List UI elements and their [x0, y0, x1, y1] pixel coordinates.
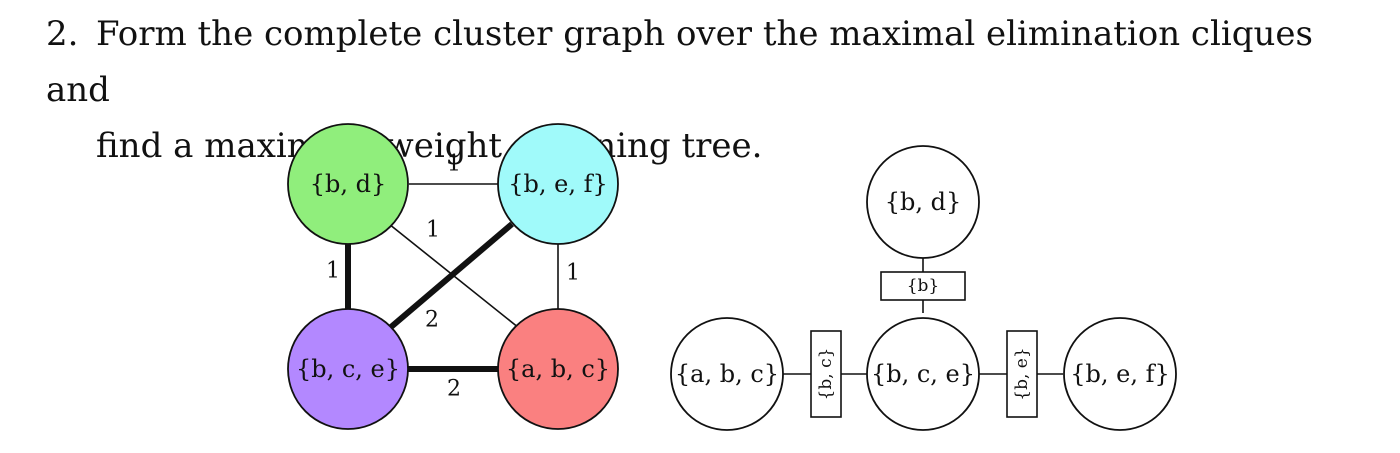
cluster-node-label: {b, d}	[310, 170, 387, 198]
separator-label: {b, c}	[816, 348, 836, 401]
tree-node-bce: {b, c, e}	[866, 317, 980, 431]
step-text-line-2: find a maximum-weight spanning tree.	[96, 126, 763, 166]
cluster-node-bef: {b, e, f}	[497, 123, 619, 245]
tree-node-label: {b, e, f}	[1070, 360, 1170, 388]
tree-node-bef: {b, e, f}	[1063, 317, 1177, 431]
tree-node-abc: {a, b, c}	[670, 317, 784, 431]
cluster-node-bd: {b, d}	[287, 123, 409, 245]
spanning-tree: {b, d} {a, b, c} {b, c, e} {b, e, f} {b}…	[670, 145, 1177, 431]
cluster-graph: 1 1 1 1 2 2 {b, d} {b, e, f} {b, c, e} {…	[287, 123, 619, 430]
edge-weight-bd-abc: 1	[426, 218, 440, 243]
separator-be: {b, e}	[1006, 330, 1038, 418]
cluster-node-bce: {b, c, e}	[287, 308, 409, 430]
step-instruction: 2.Form the complete cluster graph over t…	[46, 6, 1386, 174]
edge-weight-bef-bce: 2	[425, 308, 439, 333]
edge-weight-bd-bef: 1	[447, 152, 461, 177]
step-number: 2.	[46, 14, 79, 54]
tree-node-label: {b, c, e}	[871, 360, 975, 388]
cluster-node-label: {b, c, e}	[296, 355, 400, 383]
step-text-line-1: Form the complete cluster graph over the…	[46, 14, 1313, 110]
edge-weight-bef-abc: 1	[566, 261, 580, 286]
separator-b: {b}	[880, 271, 966, 301]
cluster-node-label: {b, e, f}	[508, 170, 608, 198]
tree-node-label: {b, d}	[885, 188, 962, 216]
tree-node-bd: {b, d}	[866, 145, 980, 259]
separator-label: {b}	[907, 276, 940, 296]
separator-label: {b, e}	[1012, 347, 1032, 400]
tree-node-label: {a, b, c}	[675, 360, 779, 388]
separator-bc: {b, c}	[810, 330, 842, 418]
cluster-node-label: {a, b, c}	[506, 355, 610, 383]
edge-weight-bce-abc: 2	[447, 377, 461, 402]
cluster-node-abc: {a, b, c}	[497, 308, 619, 430]
edge-bef-bce	[389, 221, 514, 330]
edge-weight-bd-bce: 1	[326, 259, 340, 284]
